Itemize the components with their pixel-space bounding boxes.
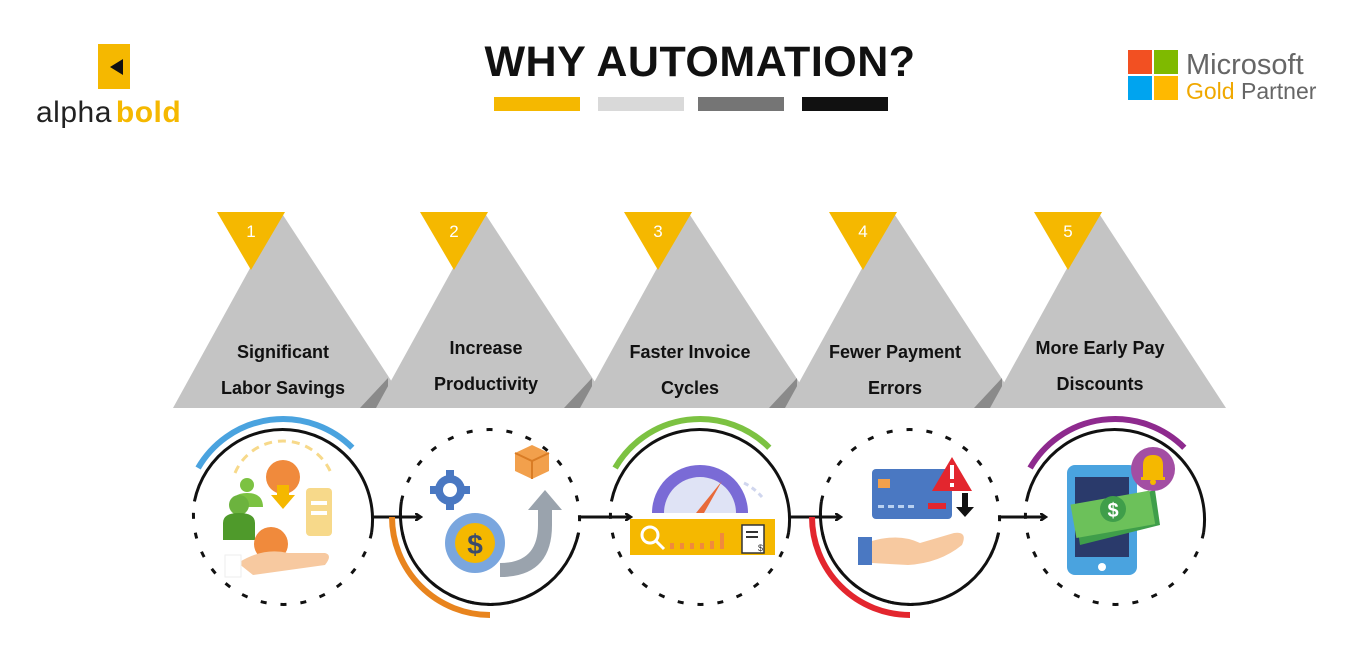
step-label-line-1: Significant xyxy=(236,342,329,362)
step-label-line-2: Cycles xyxy=(660,378,720,398)
labor-savings-icon xyxy=(223,439,333,578)
svg-text:$: $ xyxy=(758,543,763,553)
title-color-bars xyxy=(494,97,894,111)
ring-layer xyxy=(191,416,1207,618)
svg-text:$: $ xyxy=(467,529,483,560)
title-bar-2 xyxy=(598,97,684,111)
ring-solid-arc xyxy=(818,501,1001,606)
ring-dotted-arc xyxy=(608,501,791,606)
step-label-line-2: Labor Savings xyxy=(220,378,346,398)
step-label-line-2: Errors xyxy=(867,378,923,398)
step-label-line-2: Discounts xyxy=(1056,374,1144,394)
ms-square-3 xyxy=(1128,76,1152,100)
ring-dotted-arc xyxy=(819,428,1002,533)
step-label-line-1: More Early Pay xyxy=(1035,338,1165,358)
logo-word-bold: bold xyxy=(115,96,182,129)
mobile-discount-icon: $ xyxy=(1067,447,1175,575)
ms-square-4 xyxy=(1154,76,1178,100)
icon-layer: $ xyxy=(223,439,1175,578)
step-triangle xyxy=(785,212,1021,408)
step-triangle xyxy=(580,212,816,408)
svg-text:$: $ xyxy=(1107,500,1118,522)
logo-word-alpha: alpha xyxy=(36,96,112,129)
payment-error-icon xyxy=(858,457,974,565)
step-number-badge xyxy=(624,212,692,270)
step-number-badge xyxy=(420,212,488,270)
ms-square-1 xyxy=(1128,50,1152,74)
step-label-line-1: Increase xyxy=(449,338,523,358)
triangle-layer: 1 2 3 4 5 xyxy=(173,212,1226,408)
step-label-line-1: Faster Invoice xyxy=(629,342,751,362)
ring-solid-arc xyxy=(398,501,581,606)
step-number: 5 xyxy=(1063,222,1072,241)
partner-line-1: Microsoft xyxy=(1186,49,1304,81)
alphabold-mark-icon xyxy=(98,44,130,89)
step-triangle xyxy=(990,212,1226,408)
partner-line-2: Gold Partner xyxy=(1186,79,1316,103)
microsoft-gold-partner-logo: Microsoft Gold Partner xyxy=(1128,50,1348,104)
ring-accent-arc xyxy=(1027,416,1187,470)
step-number: 1 xyxy=(246,222,255,241)
step-number-badge xyxy=(217,212,285,270)
ms-square-2 xyxy=(1154,50,1178,74)
ring-solid-arc xyxy=(1024,428,1207,533)
ring-gap xyxy=(399,427,582,533)
page-title: WHY AUTOMATION? xyxy=(484,38,916,86)
ring-accent-arc xyxy=(612,416,772,470)
speedometer-icon: $ xyxy=(630,465,775,555)
productivity-icon: $ xyxy=(430,445,562,577)
step-number-badge xyxy=(1034,212,1102,270)
ring-accent-arc xyxy=(195,416,355,470)
title-bar-4 xyxy=(802,97,888,111)
ring-dotted-arc xyxy=(399,428,582,533)
microsoft-grid-icon xyxy=(1128,50,1178,100)
ring-dotted-arc xyxy=(191,501,374,606)
step-number: 3 xyxy=(653,222,662,241)
step-number-badge xyxy=(829,212,897,270)
ring-solid-arc xyxy=(399,428,582,533)
step-label-line-2: Productivity xyxy=(433,374,539,394)
step-triangle xyxy=(173,212,409,408)
partner-rest: Partner xyxy=(1240,78,1317,104)
ring-accent-arc xyxy=(809,516,911,618)
ring-solid-arc xyxy=(192,428,375,533)
ring-solid-arc xyxy=(609,428,792,533)
title-bar-3 xyxy=(698,97,784,111)
title-bar-1 xyxy=(494,97,580,111)
step-number: 2 xyxy=(449,222,458,241)
partner-gold: Gold xyxy=(1186,78,1235,104)
ring-dotted-arc xyxy=(1023,501,1206,606)
step-number: 4 xyxy=(858,222,867,241)
step-label-line-1: Fewer Payment xyxy=(828,342,962,362)
step-triangle xyxy=(376,212,612,408)
ring-accent-arc xyxy=(389,516,491,618)
